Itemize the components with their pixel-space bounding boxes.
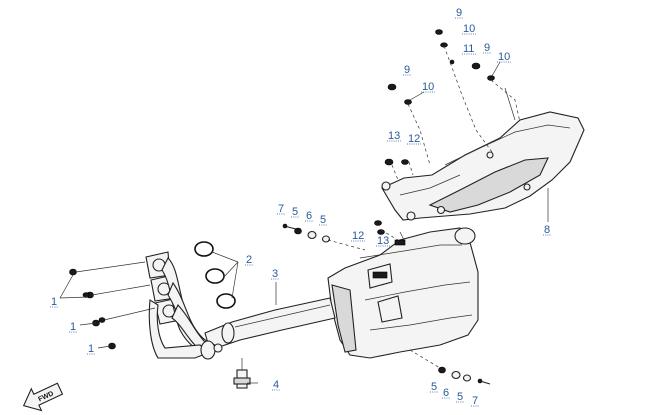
washer-10b [487,75,495,81]
washer-10a [440,42,448,48]
callout-5b: 5 [320,214,326,226]
hardware-bottom [409,349,491,385]
spacer-11 [449,59,455,65]
gasket-1 [194,241,214,257]
gasket-3 [216,293,236,309]
heat-shield [381,111,585,221]
washer-12a [401,159,409,165]
hardware-top [374,29,495,235]
callout-11: 11 [463,43,474,55]
assembly-lines [380,45,521,241]
callout-7b: 7 [472,395,478,407]
callout-1a: 1 [51,296,57,308]
callout-9a: 9 [456,7,462,19]
callout-5a: 5 [292,206,298,218]
fwd-arrow: FWD [22,382,64,412]
callout-1b: 1 [70,321,76,333]
callout-5d: 5 [457,391,463,403]
bolt-9b [471,62,481,70]
washer-10c [404,99,412,105]
leader-lines [59,61,549,384]
callout-10a: 10 [463,23,475,35]
callout-7a: 7 [278,203,284,215]
callout-4: 4 [273,379,279,391]
callout-10c: 10 [422,81,434,93]
callout-13b: 13 [377,235,389,247]
gasket-2 [205,268,225,284]
header-nuts [69,268,116,350]
hardware-mid [282,223,366,251]
callout-6b: 6 [443,387,449,399]
muffler [327,227,479,359]
o2-sensor [233,358,251,389]
bolt-9c [387,83,397,91]
nut-13a [384,158,394,166]
callout-9c: 9 [404,64,410,76]
callout-3: 3 [272,268,278,280]
callout-12b: 12 [352,230,364,242]
callout-9b: 9 [484,42,490,54]
callout-10b: 10 [498,51,510,63]
callout-12a: 12 [408,133,420,145]
callout-5c: 5 [431,381,437,393]
exhaust-header [145,251,223,360]
callout-13a: 13 [388,130,400,142]
washer-12b [374,220,382,226]
callout-6a: 6 [306,210,312,222]
callout-2: 2 [246,254,252,266]
callout-1c: 1 [88,343,94,355]
callout-8: 8 [544,224,550,236]
gaskets [194,241,236,309]
callout-labels: 9 10 11 9 10 9 10 13 12 8 7 5 6 5 12 13 … [50,7,551,407]
bolt-9a [435,29,443,35]
